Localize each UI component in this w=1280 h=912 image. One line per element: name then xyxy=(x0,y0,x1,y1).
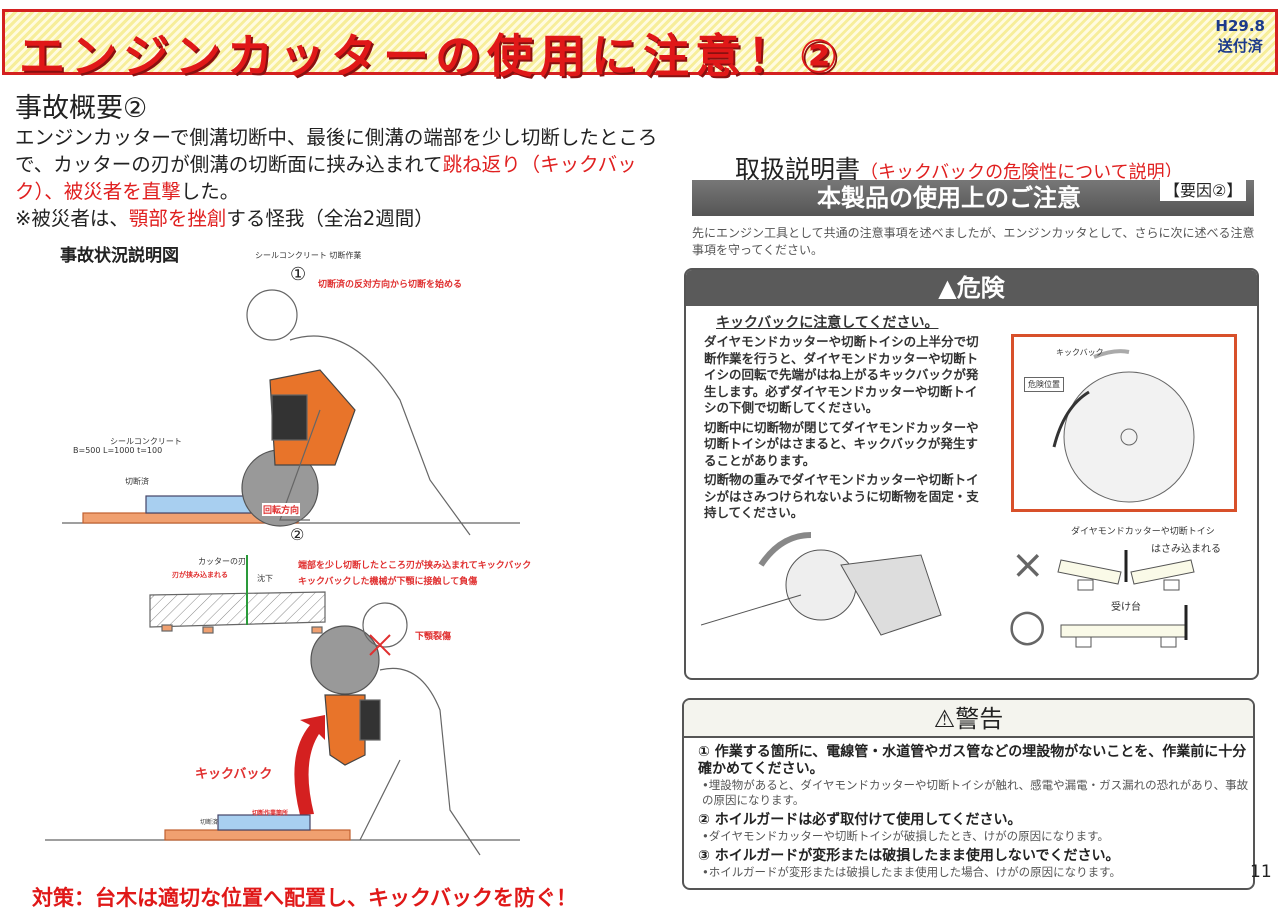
warning-box: ⚠警告 ① 作業する箇所に、電線管・水道管やガス管などの埋設物がないことを、作業… xyxy=(682,698,1255,890)
injury-text-1: ※被災者は、 xyxy=(15,207,129,230)
good-mark: ○ xyxy=(1008,600,1047,651)
fig-kickback-label: キックバック xyxy=(1056,348,1104,357)
kickback-diagram: キックバック 危険位置 xyxy=(1011,334,1237,512)
figure-subtitle: シールコンクリート 切断作業 xyxy=(255,251,362,260)
support-placement-drawing xyxy=(1057,550,1195,648)
warning-item-detail: •ダイヤモンドカッターや切断トイシが破損したとき、けがの原因になります。 xyxy=(702,829,1109,843)
rotation-label: 回転方向 xyxy=(262,503,301,516)
kickback-text: ダイヤモンドカッターや切断トイシの上半分で切断作業を行うと、ダイヤモンドカッター… xyxy=(704,334,984,525)
warning-item-title: ③ ホイルガードが変形または破損したまま使用しないでください。 xyxy=(698,848,1120,864)
warning-header: ⚠警告 xyxy=(684,700,1253,738)
summary-heading: 事故概要② xyxy=(15,93,148,124)
cutting-operation-drawing xyxy=(701,532,942,636)
blade-label: カッターの刃 xyxy=(198,557,246,566)
title-banner: エンジンカッターの使用に注意！② H29.8 送付済 xyxy=(2,9,1278,83)
danger-paragraph: 切断中に切断物が閉じてダイヤモンドカッターや切断トイシがはさまると、キックバック… xyxy=(704,419,979,468)
summary-highlight-1: 跳ね返り（キックバック）、被災者を直撃 xyxy=(15,153,637,203)
date-stamp: H29.8 送付済 xyxy=(1215,16,1265,56)
manual-title: 取扱説明書 xyxy=(735,155,861,184)
factor-label: 【要因②】 xyxy=(1160,177,1247,201)
step-1-label: ① xyxy=(290,264,307,285)
figure-title: 事故状況説明図 xyxy=(60,246,179,266)
warning-item-detail: •ホイルガードが変形または破損したまま使用した場合、けがの原因になります。 xyxy=(702,865,1121,879)
warning-item-title: ① 作業する箇所に、電線管・水道管やガス管などの埋設物がないことを、作業前に十分… xyxy=(698,744,1247,777)
sent-status: 送付済 xyxy=(1217,37,1263,55)
injury-text-2: する怪我（全治2週間） xyxy=(226,207,434,230)
fig-pinch-label: はさみ込まれる xyxy=(1151,544,1221,555)
fig-danger-pos-label: 危険位置 xyxy=(1024,377,1064,392)
summary-text-1: エンジンカッターで側溝切断中、最後に側溝の端部を少し切断したところで、カッターの… xyxy=(15,126,658,176)
danger-paragraph: ダイヤモンドカッターや切断トイシの上半分で切断作業を行うと、ダイヤモンドカッター… xyxy=(704,334,979,415)
danger-paragraph: 切断物の重みでダイヤモンドカッターや切断トイシがはさみつけられないように切断物を… xyxy=(704,472,979,520)
pinched-label: 刃が挟み込まれる xyxy=(172,571,228,579)
scene-2 xyxy=(45,555,520,856)
step-2-note-1: 端部を少し切断したところ刃が挟み込まれてキックバック xyxy=(298,561,532,571)
concrete-label: シールコンクリート xyxy=(110,437,182,446)
summary-text: エンジンカッターで側溝切断中、最後に側溝の端部を少し切断したところで、カッターの… xyxy=(15,124,675,232)
bad-mark: × xyxy=(1011,542,1045,588)
cut-done-label: 切断済 xyxy=(125,477,149,486)
fig-blade-label: ダイヤモンドカッターや切断トイシ xyxy=(1071,527,1215,537)
injury-label: 下顎裂傷 xyxy=(415,632,452,642)
step-2-label: ② xyxy=(290,525,305,544)
manual-intro: 先にエンジン工具として共通の注意事項を述べましたが、エンジンカッタとして、さらに… xyxy=(692,226,1255,257)
page-number: 11 xyxy=(1250,862,1272,882)
danger-box: ▲危険 キックバックに注意してください。 ダイヤモンドカッターや切断トイシの上半… xyxy=(684,268,1259,680)
injury-highlight: 顎部を挫創 xyxy=(128,207,227,230)
cut-done-label-2: 切断済 xyxy=(200,819,219,826)
manual-heading: 取扱説明書（キックバックの危険性について説明） xyxy=(735,150,1183,186)
danger-header: ▲危険 xyxy=(686,270,1257,306)
warning-item-title: ② ホイルガードは必ず取付けて使用してください。 xyxy=(698,812,1022,828)
kickback-label: キックバック xyxy=(195,767,273,782)
concrete-dims: B=500 L=1000 t=100 xyxy=(73,446,163,455)
warning-item-detail: •埋設物があると、ダイヤモンドカッターや切断トイシが触れ、感電や漏電・ガス漏れの… xyxy=(702,778,1249,807)
step-1-note: 切断済の反対方向から切断を始める xyxy=(318,280,463,290)
scene-1 xyxy=(62,289,520,536)
page-title: エンジンカッターの使用に注意！② xyxy=(19,29,844,83)
summary-text-2: した。 xyxy=(180,180,240,203)
step-2-note-2: キックバックした機械が下顎に接触して負傷 xyxy=(298,577,478,587)
sag-label: 沈下 xyxy=(257,574,273,583)
cutter-kickback-drawing xyxy=(1052,349,1195,503)
date: H29.8 xyxy=(1215,17,1265,35)
fig-support-label: 受け台 xyxy=(1111,602,1141,613)
manual-subtitle: （キックバックの危険性について説明） xyxy=(860,162,1183,183)
countermeasure: 対策：台木は適切な位置へ配置し、キックバックを防ぐ！ xyxy=(32,886,577,910)
final-cut-label: 切断作業箇所 xyxy=(252,810,289,817)
kickback-heading: キックバックに注意してください。 xyxy=(716,315,939,331)
